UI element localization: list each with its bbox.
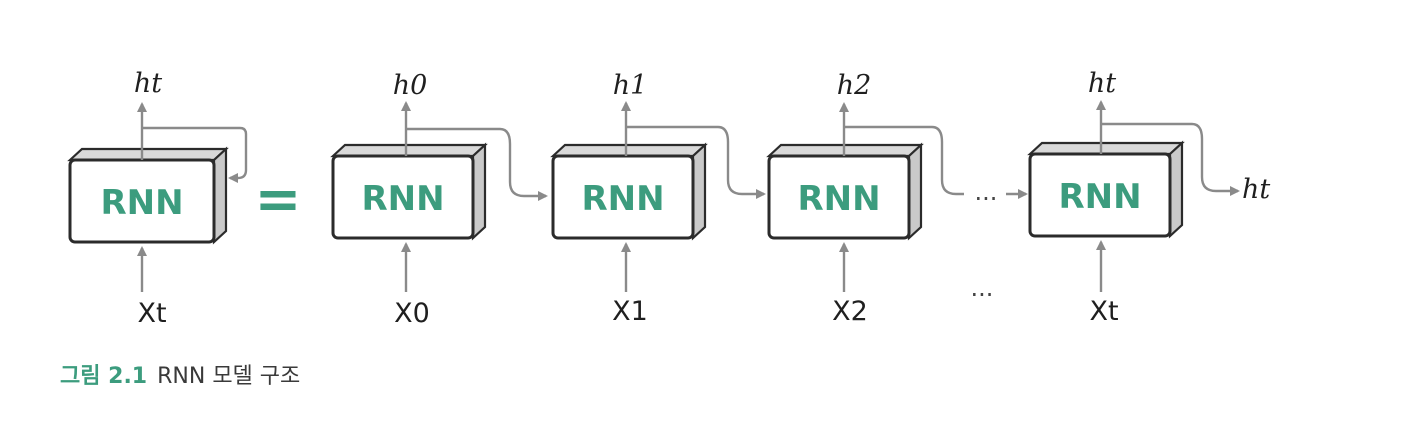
hidden-state-arrow-1 (626, 125, 766, 199)
rnn-cell-label: RNN (100, 183, 183, 223)
folded-recurrent-arrow (142, 126, 248, 183)
figure-caption-text: RNN 모델 구조 (157, 364, 301, 389)
folded-rnn-cell: RNN (67, 146, 229, 245)
rnn-cell-0: RNN (330, 142, 488, 241)
rnn-cell-label: RNN (797, 179, 880, 219)
input-label-1: X1 (612, 296, 648, 327)
ellipsis-top: ... (975, 178, 998, 206)
input-label-2: X2 (832, 296, 868, 327)
rnn-cell-label: RNN (361, 179, 444, 219)
figure-number: 그림 2.1 (60, 364, 148, 389)
ellipsis-bottom: ... (971, 274, 994, 302)
rnn-cell-label: RNN (581, 179, 664, 219)
final-output-label: ht (1242, 174, 1270, 205)
rnn-cell-label: RNN (1058, 177, 1141, 217)
rnn-diagram: RNN ht Xt = RNN h0 X0 RNN h1 X1 RNN ... … (67, 68, 1270, 329)
hidden-state-arrow-t (1101, 122, 1240, 196)
figure-caption: 그림 2.1 RNN 모델 구조 (60, 358, 300, 390)
rnn-cell-2: RNN (766, 142, 924, 241)
rnn-cell-1: RNN (550, 142, 708, 241)
rnn-cell-t: RNN (1027, 140, 1185, 239)
input-label-t: Xt (1089, 296, 1118, 327)
output-label-0: h0 (393, 70, 428, 101)
folded-input-label: Xt (137, 298, 166, 329)
output-label-1: h1 (613, 70, 648, 101)
equals-sign: = (255, 167, 302, 232)
output-label-2: h2 (837, 70, 872, 101)
hidden-state-arrow-0 (406, 127, 548, 201)
hidden-state-arrow-2 (844, 125, 964, 196)
folded-output-label: ht (134, 68, 162, 99)
output-label-t: ht (1088, 68, 1116, 99)
input-label-0: X0 (394, 298, 430, 329)
